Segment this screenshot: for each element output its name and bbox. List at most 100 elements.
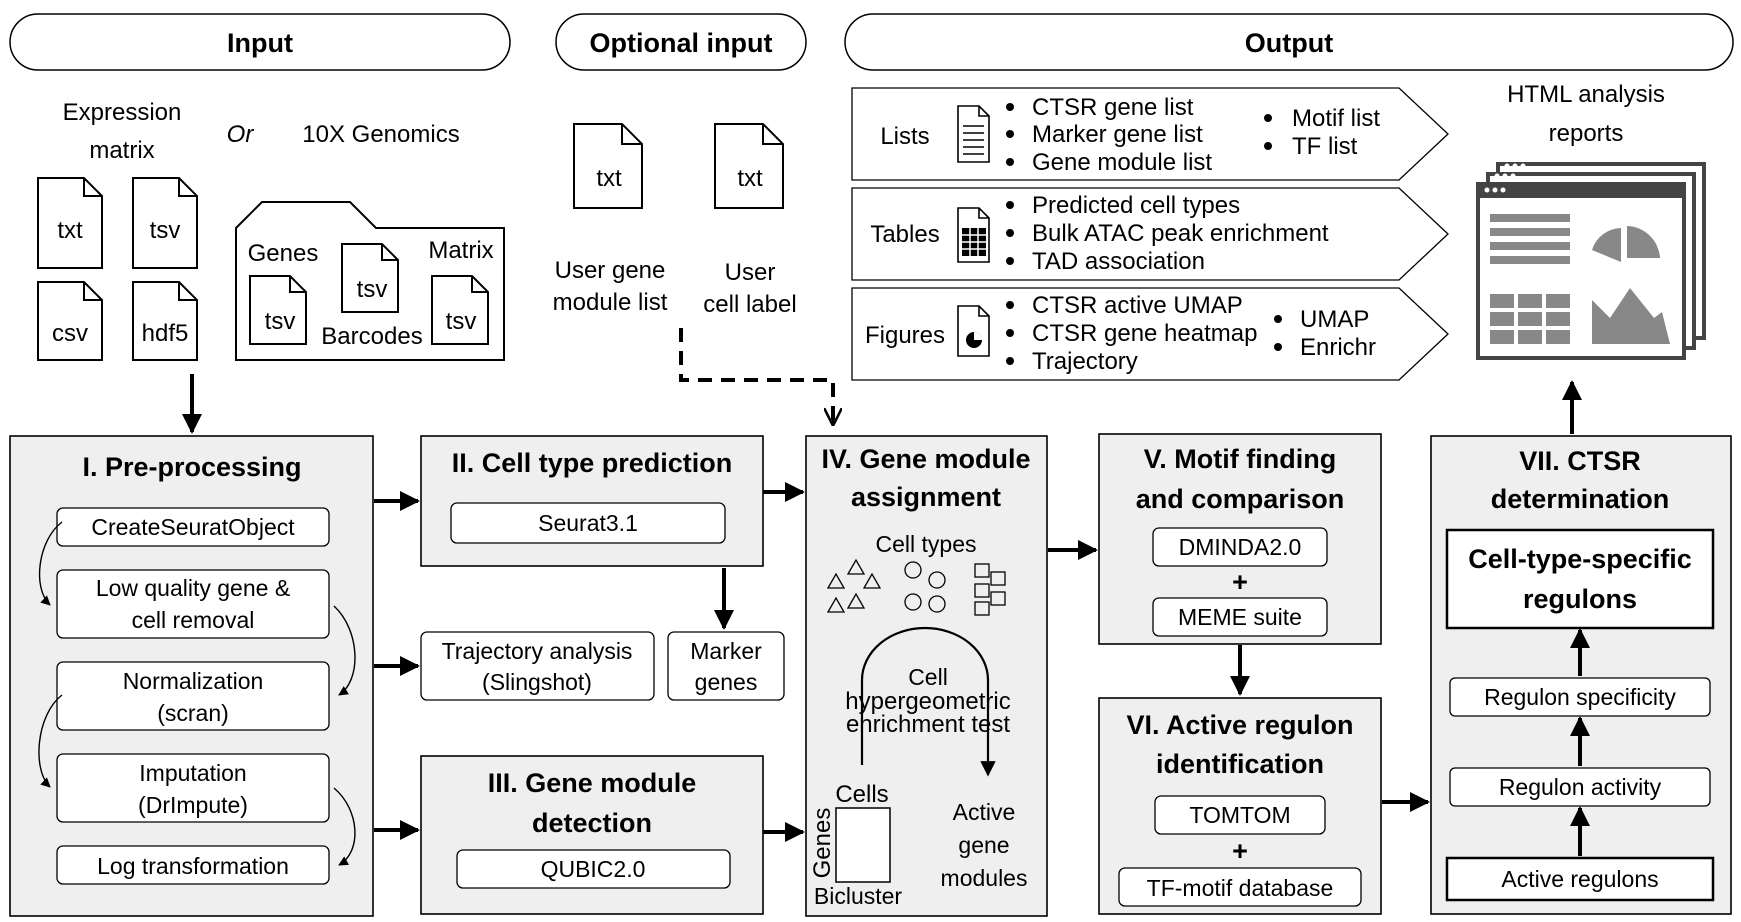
stage-cell-type-prediction: II. Cell type prediction Seurat3.1	[420, 435, 764, 567]
stage4-title-2: assignment	[851, 482, 1001, 512]
header-input: Input	[9, 13, 511, 71]
figures-item: Enrichr	[1300, 334, 1376, 361]
tool-dminda: DMINDA2.0	[1179, 534, 1302, 560]
tenx-matrix-file-label: tsv	[446, 308, 477, 335]
step-create-seurat-object: CreateSeuratObject	[91, 514, 295, 540]
file-icon-csv: csv	[37, 281, 103, 361]
file-icon-txt: txt	[37, 177, 103, 269]
optional-dashed-connector	[679, 328, 835, 420]
optional-file1-label: txt	[596, 165, 622, 192]
expression-matrix-label-2: matrix	[89, 137, 154, 164]
tool-qubic: QUBIC2.0	[541, 856, 646, 882]
stage5-title-2: and comparison	[1136, 484, 1345, 514]
trajectory-analysis-box: Trajectory analysis (Slingshot)	[420, 631, 655, 701]
figures-title: Figures	[865, 322, 945, 349]
step-regulon-specificity: Regulon specificity	[1484, 684, 1676, 710]
file-icon-tsv: tsv	[132, 177, 198, 269]
tenx-genes-label: Genes	[248, 240, 319, 267]
stage5-title: V. Motif finding	[1144, 444, 1336, 474]
tables-item: Predicted cell types	[1032, 192, 1240, 219]
header-optional-input: Optional input	[555, 13, 807, 71]
flow-arrows	[182, 374, 1582, 842]
stage-preprocessing: I. Pre-processing CreateSeuratObject Low…	[9, 435, 374, 917]
bicluster-label: Bicluster	[814, 883, 903, 909]
lists-title: Lists	[880, 123, 929, 150]
report-stack-icon	[1476, 162, 1706, 360]
plus-sign: +	[1232, 836, 1248, 866]
tenx-matrix-label: Matrix	[428, 237, 493, 264]
html-reports: HTML analysis reports	[1476, 81, 1706, 360]
header-output-label: Output	[1245, 28, 1333, 58]
output-tables-box: Tables Predicted cell types Bulk ATAC pe…	[851, 187, 1449, 281]
lists-item: CTSR gene list	[1032, 94, 1194, 121]
step-low-quality-removal-2: cell removal	[132, 607, 255, 633]
document-icon	[957, 105, 990, 163]
tables-item: Bulk ATAC peak enrichment	[1032, 220, 1329, 247]
optional-file2-label: txt	[737, 165, 763, 192]
tenx-barcodes-label: Barcodes	[321, 323, 422, 350]
trajectory-label: Trajectory analysis	[442, 638, 633, 664]
stage-gene-module-assignment: IV. Gene module assignment Cell types Ce…	[805, 435, 1048, 917]
file-icon-hdf5: hdf5	[132, 281, 198, 361]
lists-item: Marker gene list	[1032, 121, 1203, 148]
user-gene-module-list-label: User gene	[555, 257, 666, 284]
output-lists-box: Lists CTSR gene list Marker gene list Ge…	[851, 87, 1449, 181]
ctsr-result-label-2: regulons	[1523, 584, 1637, 614]
stage1-title: I. Pre-processing	[82, 452, 301, 482]
cell-label: Cell	[908, 664, 948, 690]
genes-label: Genes	[809, 808, 836, 879]
file-hdf5-label: hdf5	[142, 320, 189, 347]
step-regulon-activity: Regulon activity	[1499, 774, 1662, 800]
expression-matrix-label: Expression	[63, 99, 182, 126]
header-input-label: Input	[227, 28, 293, 58]
lists-item: TF list	[1292, 133, 1358, 160]
file-txt-label: txt	[57, 217, 83, 244]
cell-types-icon	[826, 558, 1006, 616]
html-reports-label-2: reports	[1549, 120, 1624, 147]
tool-tomtom: TOMTOM	[1189, 802, 1290, 828]
stage3-title: III. Gene module	[488, 768, 697, 798]
active-gene-modules-label-3: modules	[941, 865, 1028, 891]
header-output: Output	[844, 13, 1734, 71]
tool-seurat: Seurat3.1	[538, 510, 638, 536]
stage-ctsr-determination: VII. CTSR determination Cell-type-specif…	[1430, 435, 1732, 915]
cell-types-label: Cell types	[876, 531, 977, 557]
stage-gene-module-detection: III. Gene module detection QUBIC2.0	[420, 755, 764, 915]
tool-meme-suite: MEME suite	[1178, 604, 1302, 630]
figures-item: Trajectory	[1032, 348, 1138, 375]
tables-title: Tables	[870, 221, 939, 248]
tables-item: TAD association	[1032, 248, 1205, 275]
figure-document-icon	[957, 305, 990, 357]
stage4-title: IV. Gene module	[821, 444, 1030, 474]
lists-item: Motif list	[1292, 105, 1380, 132]
stage3-title-2: detection	[532, 808, 652, 838]
figures-item: UMAP	[1300, 306, 1369, 333]
ctsr-result-label: Cell-type-specific	[1468, 544, 1692, 574]
step-low-quality-removal: Low quality gene &	[96, 575, 290, 601]
step-imputation-2: (DrImpute)	[138, 792, 248, 818]
header-optional-input-label: Optional input	[590, 28, 773, 58]
cells-label: Cells	[835, 781, 888, 808]
marker-genes-box: Marker genes	[667, 631, 785, 701]
marker-genes-label-2: genes	[695, 669, 758, 695]
folder-icon-10x: Genes Matrix Barcodes tsv tsv tsv	[235, 201, 505, 361]
step-normalization: Normalization	[123, 668, 264, 694]
or-label: Or	[227, 121, 255, 148]
output-figures-box: Figures CTSR active UMAP CTSR gene heatm…	[851, 287, 1449, 381]
spreadsheet-icon	[957, 207, 990, 263]
stage6-title-2: identification	[1156, 749, 1324, 779]
file-csv-label: csv	[52, 320, 88, 347]
marker-genes-label: Marker	[690, 638, 762, 664]
active-gene-modules-label: Active	[953, 799, 1016, 825]
user-cell-label-label-2: cell label	[703, 291, 796, 318]
step-normalization-2: (scran)	[157, 700, 229, 726]
lists-item: Gene module list	[1032, 149, 1212, 176]
plus-sign: +	[1232, 567, 1248, 597]
tenx-barcodes-file-label: tsv	[357, 276, 388, 303]
step-log-transformation: Log transformation	[97, 853, 289, 879]
active-gene-modules-label-2: gene	[958, 832, 1009, 858]
step-active-regulons: Active regulons	[1501, 866, 1658, 892]
stage2-title: II. Cell type prediction	[452, 448, 733, 478]
tenx-genomics-label: 10X Genomics	[302, 121, 459, 148]
stage6-title: VI. Active regulon	[1126, 710, 1353, 740]
